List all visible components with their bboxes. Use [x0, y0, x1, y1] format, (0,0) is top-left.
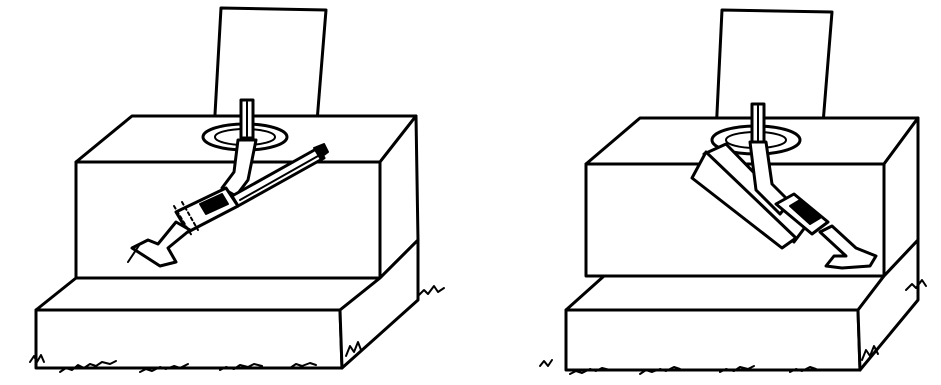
- left-panel: [30, 8, 444, 372]
- left-pin: [241, 100, 253, 138]
- right-pin: [752, 104, 764, 142]
- right-panel: [540, 10, 926, 374]
